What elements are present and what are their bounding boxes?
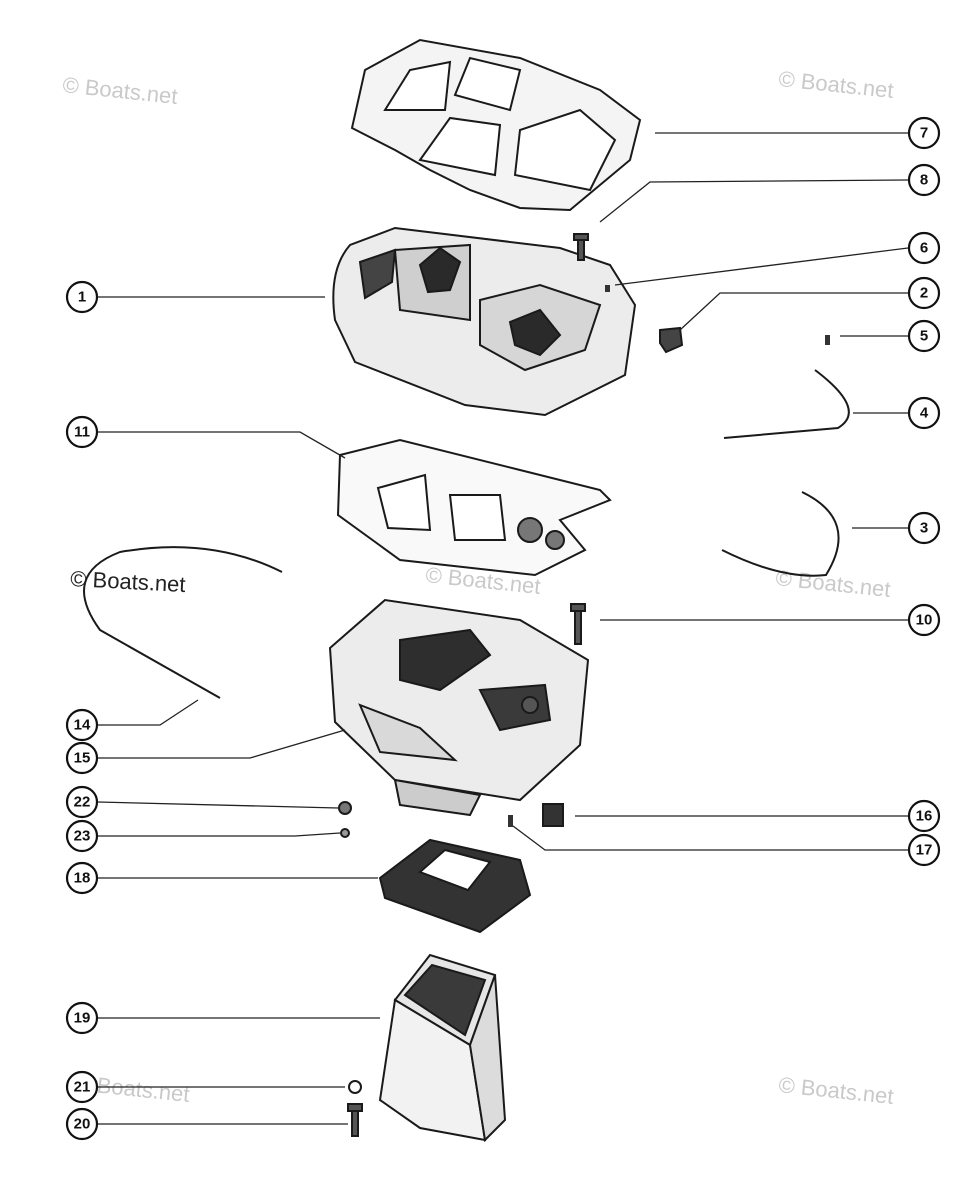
pin-17	[508, 815, 513, 827]
screw-8	[577, 237, 585, 261]
pin-5	[825, 335, 830, 345]
screw-10	[574, 609, 582, 645]
svg-text:23: 23	[74, 828, 91, 845]
washer-21	[348, 1080, 362, 1094]
washer-22	[338, 801, 352, 815]
hose-14	[83, 546, 283, 699]
plug-2	[659, 326, 684, 354]
plate-18	[378, 838, 532, 934]
callout-11: 11	[65, 415, 99, 449]
svg-text:8: 8	[920, 172, 928, 189]
callout-1: 1	[65, 280, 99, 314]
svg-text:21: 21	[74, 1079, 91, 1096]
housing-lower	[328, 598, 590, 817]
washer-23	[340, 828, 350, 838]
watermark: © Boats.net	[70, 566, 186, 597]
callout-16: 16	[907, 799, 941, 833]
svg-text:3: 3	[920, 520, 928, 537]
svg-text:19: 19	[74, 1010, 91, 1027]
pin-6	[605, 285, 610, 292]
callout-20: 20	[65, 1107, 99, 1141]
callout-17: 17	[907, 833, 941, 867]
callout-14: 14	[65, 708, 99, 742]
screw-20-head	[347, 1103, 363, 1112]
callout-7: 7	[907, 116, 941, 150]
callout-5: 5	[907, 319, 941, 353]
seal-3	[721, 491, 840, 577]
housing-upper	[332, 226, 637, 417]
leader-lines	[97, 132, 909, 1125]
cover-19	[378, 953, 507, 1143]
watermark: © Boats.net	[777, 66, 894, 103]
svg-text:4: 4	[920, 405, 929, 422]
callout-8: 8	[907, 163, 941, 197]
gasket-middle	[336, 438, 612, 577]
screw-8-head	[573, 233, 589, 241]
svg-text:20: 20	[74, 1116, 91, 1133]
svg-text:1: 1	[78, 289, 86, 306]
svg-text:11: 11	[74, 424, 90, 441]
callout-19: 19	[65, 1001, 99, 1035]
callout-3: 3	[907, 511, 941, 545]
watermark: © Boats.net	[61, 72, 178, 109]
callout-6: 6	[907, 231, 941, 265]
svg-text:5: 5	[920, 328, 928, 345]
callout-23: 23	[65, 819, 99, 853]
callout-4: 4	[907, 396, 941, 430]
screw-10-head	[570, 603, 586, 612]
svg-text:14: 14	[74, 717, 91, 734]
callout-22: 22	[65, 785, 99, 819]
screw-20	[351, 1107, 359, 1137]
svg-text:10: 10	[916, 612, 933, 629]
watermark: © Boats.net	[774, 565, 891, 602]
watermark: © Boats.net	[777, 1072, 894, 1109]
gasket-top	[350, 38, 642, 212]
svg-text:15: 15	[74, 750, 91, 767]
bushing-16	[542, 803, 564, 827]
svg-text:17: 17	[916, 842, 933, 859]
svg-text:7: 7	[920, 125, 928, 142]
svg-text:16: 16	[916, 808, 933, 825]
callout-2: 2	[907, 276, 941, 310]
callout-15: 15	[65, 741, 99, 775]
seal-strip-4	[723, 369, 850, 439]
callout-10: 10	[907, 603, 941, 637]
svg-text:6: 6	[920, 240, 928, 257]
svg-text:22: 22	[74, 794, 91, 811]
callout-18: 18	[65, 861, 99, 895]
svg-text:2: 2	[920, 285, 928, 302]
callout-21: 21	[65, 1070, 99, 1104]
svg-text:18: 18	[74, 870, 91, 887]
